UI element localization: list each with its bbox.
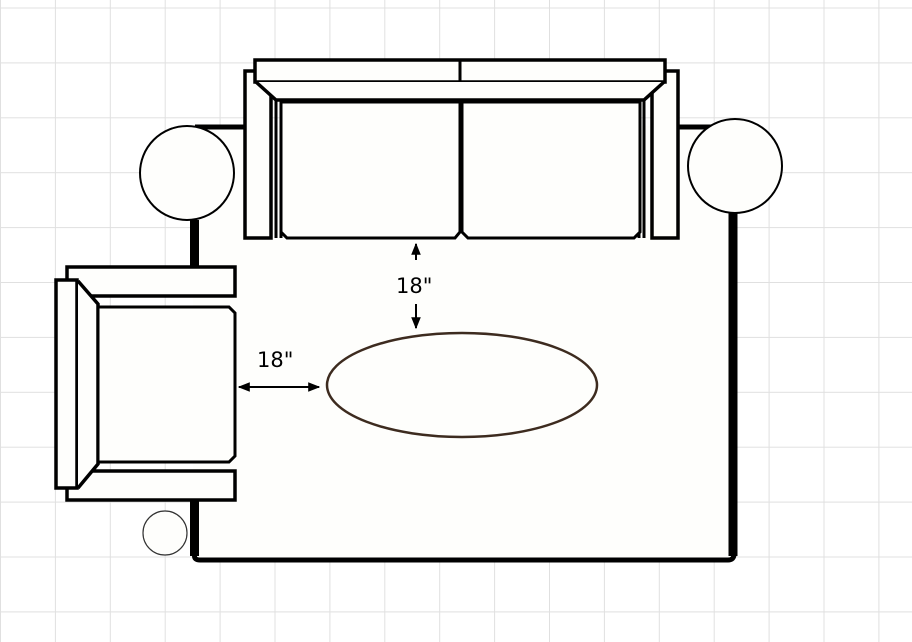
armchair-bottom-arm (65, 469, 237, 502)
dimension-label-chair-to-table: 18" (257, 348, 294, 372)
armchair-seat (96, 305, 237, 464)
armchair-top-arm (65, 265, 237, 298)
sofa-left-arm (243, 69, 273, 240)
armchair[interactable] (54, 265, 237, 502)
sofa-cushion-right (460, 100, 642, 240)
side-table-left[interactable] (139, 125, 235, 221)
sofa-right-arm (650, 69, 680, 240)
armchair-back (54, 278, 79, 490)
dimension-label-sofa-to-table: 18" (396, 274, 433, 298)
side-table-small[interactable] (142, 510, 188, 556)
side-table-right[interactable] (687, 118, 783, 214)
sofa-cushion-left (279, 100, 462, 240)
sofa[interactable] (243, 58, 680, 240)
coffee-table[interactable] (325, 331, 599, 439)
